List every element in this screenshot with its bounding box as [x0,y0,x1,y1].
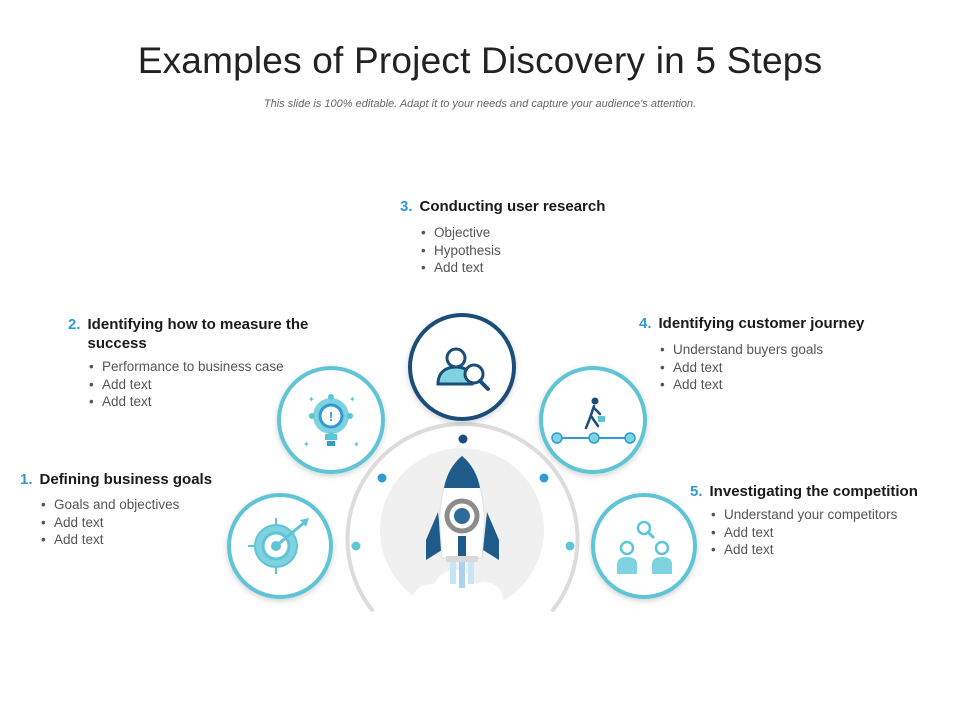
arc-dots [351,434,575,551]
step-4-bullet: Understand buyers goals [659,341,899,359]
step-3-circle [408,313,516,421]
page-subtitle: This slide is 100% editable. Adapt it to… [263,98,697,110]
step-1: 1. Defining business goals Goals and obje… [20,470,240,549]
step-3-bullet: Add text [420,259,640,277]
svg-text:✦: ✦ [303,440,310,449]
step-2-bullet: Performance to business case [88,358,318,376]
step-5-bullet: Add text [710,524,950,542]
walking-journey-icon [551,397,636,444]
step-3-bullet: Hypothesis [420,242,640,260]
step-4-bullet: Add text [659,359,899,377]
page-title: Examples of Project Discovery in 5 Steps [137,40,823,81]
svg-text:✦: ✦ [353,440,360,449]
step-1-title: Defining business goals [39,471,213,488]
rocket-icon [412,455,503,624]
step-1-bullet: Add text [40,531,240,549]
step-4: 4. Identifying customer journey Understan… [639,314,899,394]
step-1-circle [227,493,333,599]
step-1-bullet: Goals and objectives [40,496,240,514]
step-4-bullet: Add text [659,376,899,394]
step-5: 5. Investigating the competition Understa… [690,482,950,559]
step-5-bullet: Add text [710,541,950,559]
gear-lightbulb-icon: ! ✦ ✦ ✦ ✦ [303,394,360,449]
step-1-number: 1. [20,471,33,488]
step-2-bullet: Add text [88,393,318,411]
step-4-number: 4. [639,315,652,332]
user-search-icon [436,347,490,391]
svg-text:!: ! [329,409,333,424]
step-5-circle [591,493,697,599]
step-2-title: Identifying how to measure the success [87,316,309,352]
step-3: 3. Conducting user research Objective Hyp… [400,197,640,277]
step-1-bullet: Add text [40,514,240,532]
step-2: 2. Identifying how to measure the success… [68,315,318,411]
step-5-bullet: Understand your competitors [710,506,950,524]
step-3-bullet: Objective [420,224,640,242]
step-2-bullet: Add text [88,376,318,394]
step-5-title: Investigating the competition [709,483,918,500]
step-4-title: Identifying customer journey [658,315,865,332]
step-2-number: 2. [68,316,81,333]
svg-text:✦: ✦ [349,395,356,404]
step-5-number: 5. [690,483,703,500]
target-icon [248,518,309,574]
step-3-title: Conducting user research [419,198,606,215]
competitors-search-icon [617,520,672,574]
step-4-circle [539,366,647,474]
outer-arc [345,422,580,612]
step-3-number: 3. [400,198,413,215]
